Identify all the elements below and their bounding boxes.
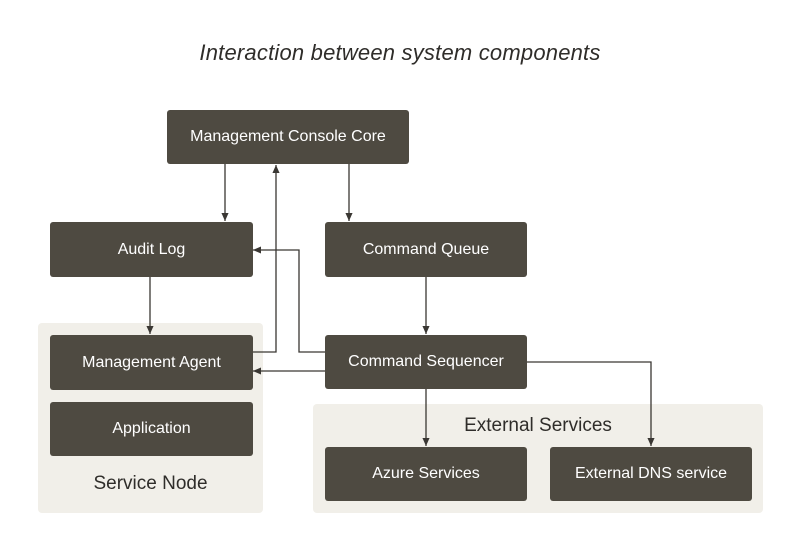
azure-services-node[interactable]: Azure Services — [325, 447, 527, 501]
command-queue-node[interactable]: Command Queue — [325, 222, 527, 277]
audit-log-node[interactable]: Audit Log — [50, 222, 253, 277]
application-node[interactable]: Application — [50, 402, 253, 456]
diagram-title: Interaction between system components — [199, 40, 601, 65]
command-sequencer-node[interactable]: Command Sequencer — [325, 335, 527, 389]
connector-sequencer-to-dns — [527, 361, 655, 446]
management-agent-node[interactable]: Management Agent — [50, 335, 253, 390]
management-console-core-node[interactable]: Management Console Core — [167, 110, 409, 164]
service-node-label: Service Node — [93, 473, 208, 494]
external-services-label: External Services — [464, 415, 612, 436]
connector-sequencer-to-audit-log — [253, 246, 325, 353]
external-dns-service-node[interactable]: External DNS service — [550, 447, 752, 501]
connector-agent-to-console — [252, 165, 280, 353]
